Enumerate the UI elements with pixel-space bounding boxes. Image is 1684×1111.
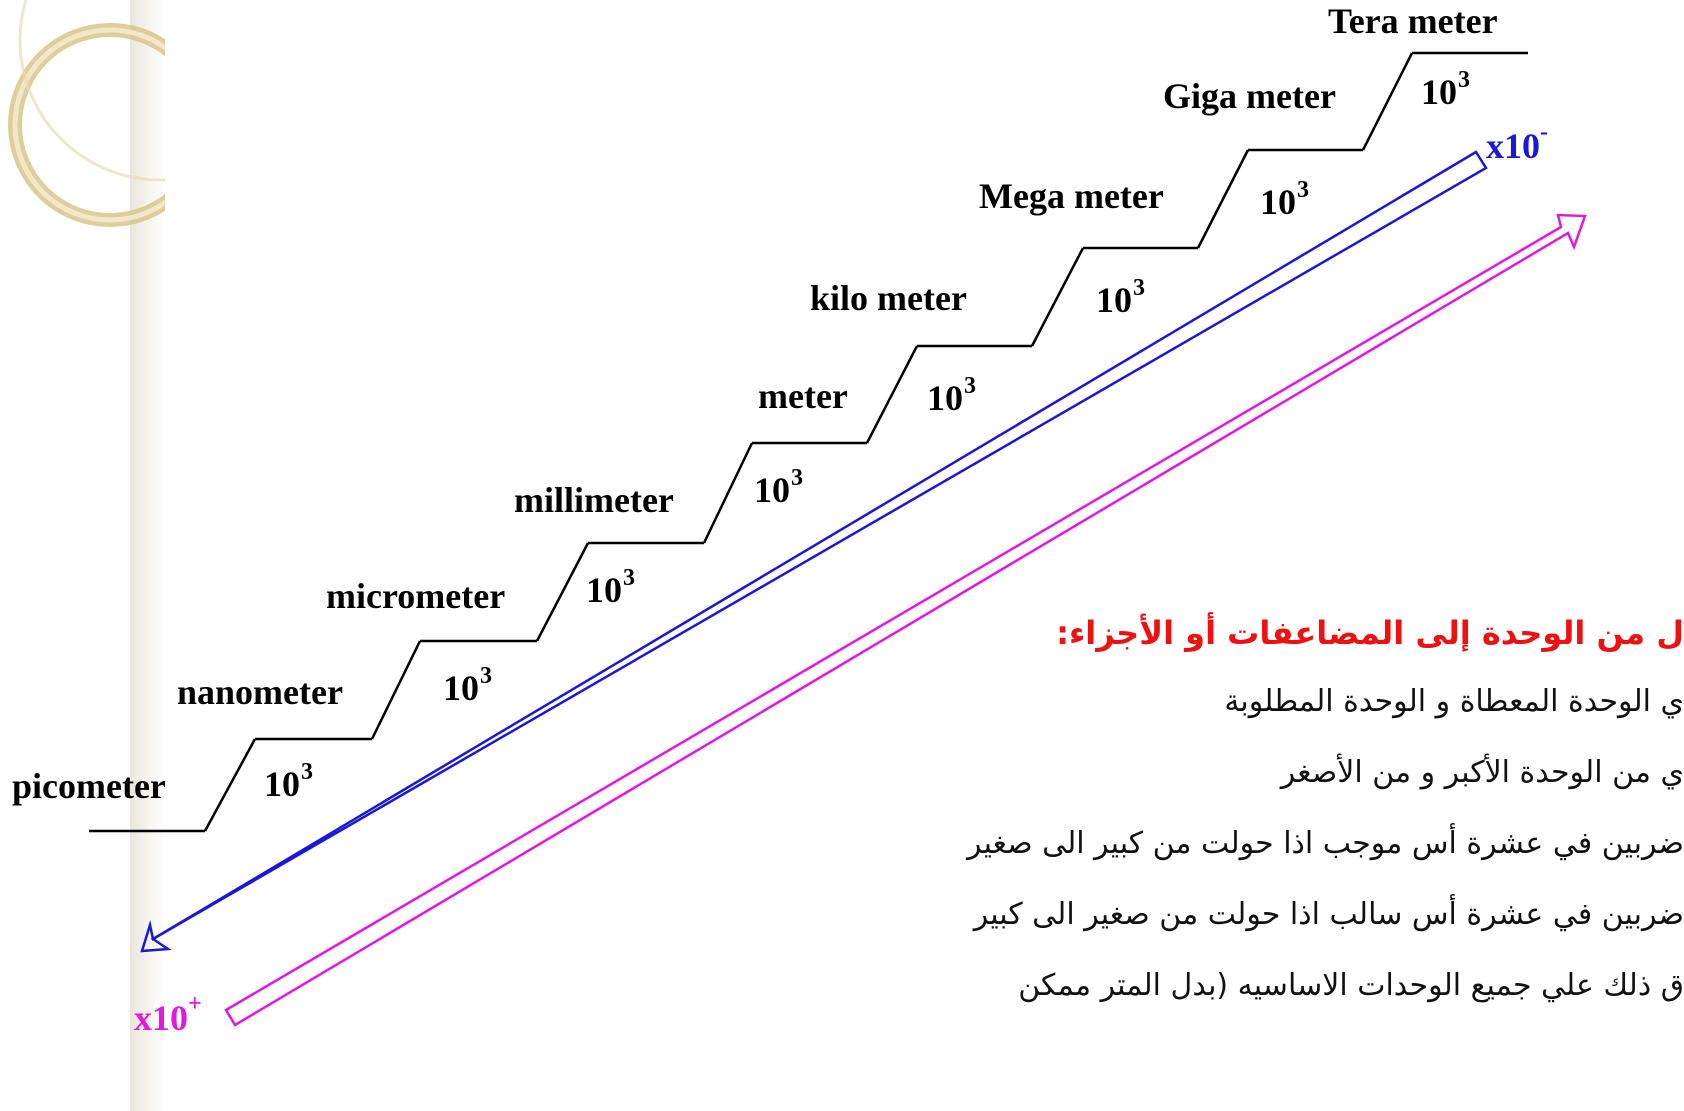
step-factor: 103: [586, 565, 635, 610]
stair-riser: [702, 442, 754, 544]
unit-label-micrometer: micrometer: [326, 576, 506, 616]
decorative-side-band: [130, 0, 165, 1111]
step-factor: 103: [927, 373, 976, 418]
rules-title: ل من الوحدة إلى المضاعفات أو الأجزاء:: [1056, 614, 1684, 652]
staircase: [89, 51, 1528, 833]
unit-label-kilometer: kilo meter: [810, 278, 967, 318]
unit-label-millimeter: millimeter: [514, 480, 674, 520]
stair-riser: [203, 738, 257, 832]
unit-label-picometer: picometer: [12, 766, 166, 806]
step-factor: 103: [264, 759, 313, 804]
step-factor: 103: [1096, 275, 1145, 320]
positive-exponent-arrow: [224, 213, 1587, 1027]
stair-riser: [1196, 149, 1250, 249]
rule-line: ي من الوحدة الأكبر و من الأصغر: [1280, 755, 1684, 790]
stair-riser: [865, 345, 919, 444]
unit-label-gigameter: Giga meter: [1163, 76, 1336, 116]
unit-label-nanometer: nanometer: [177, 672, 343, 712]
step-factor: 103: [754, 465, 803, 510]
stair-riser: [370, 640, 422, 740]
rule-line: ي الوحدة المعطاة و الوحدة المطلوبة: [1224, 684, 1684, 719]
rule-line: ضربين في عشرة أس موجب اذا حولت من كبير ا…: [967, 826, 1684, 861]
unit-label-terameter: Tera meter: [1328, 1, 1498, 41]
rule-line: ضربين في عشرة أس سالب اذا حولت من صغير ا…: [973, 897, 1684, 932]
step-factor: 103: [443, 663, 492, 708]
rule-line: ق ذلك علي جميع الوحدات الاساسيه (بدل الم…: [1018, 968, 1684, 1003]
unit-label-megameter: Mega meter: [979, 176, 1164, 216]
unit-label-meter: meter: [758, 376, 848, 416]
negative-exponent-label: x10-: [1486, 119, 1548, 166]
stair-riser: [535, 542, 590, 642]
step-factor: 103: [1421, 67, 1470, 112]
negative-exponent-arrow: [140, 150, 1488, 953]
decorative-ring: [0, 0, 165, 260]
step-factor: 103: [1260, 177, 1309, 222]
positive-exponent-label: x10+: [134, 991, 202, 1038]
stair-riser: [1030, 247, 1085, 347]
stair-riser: [1361, 52, 1414, 151]
